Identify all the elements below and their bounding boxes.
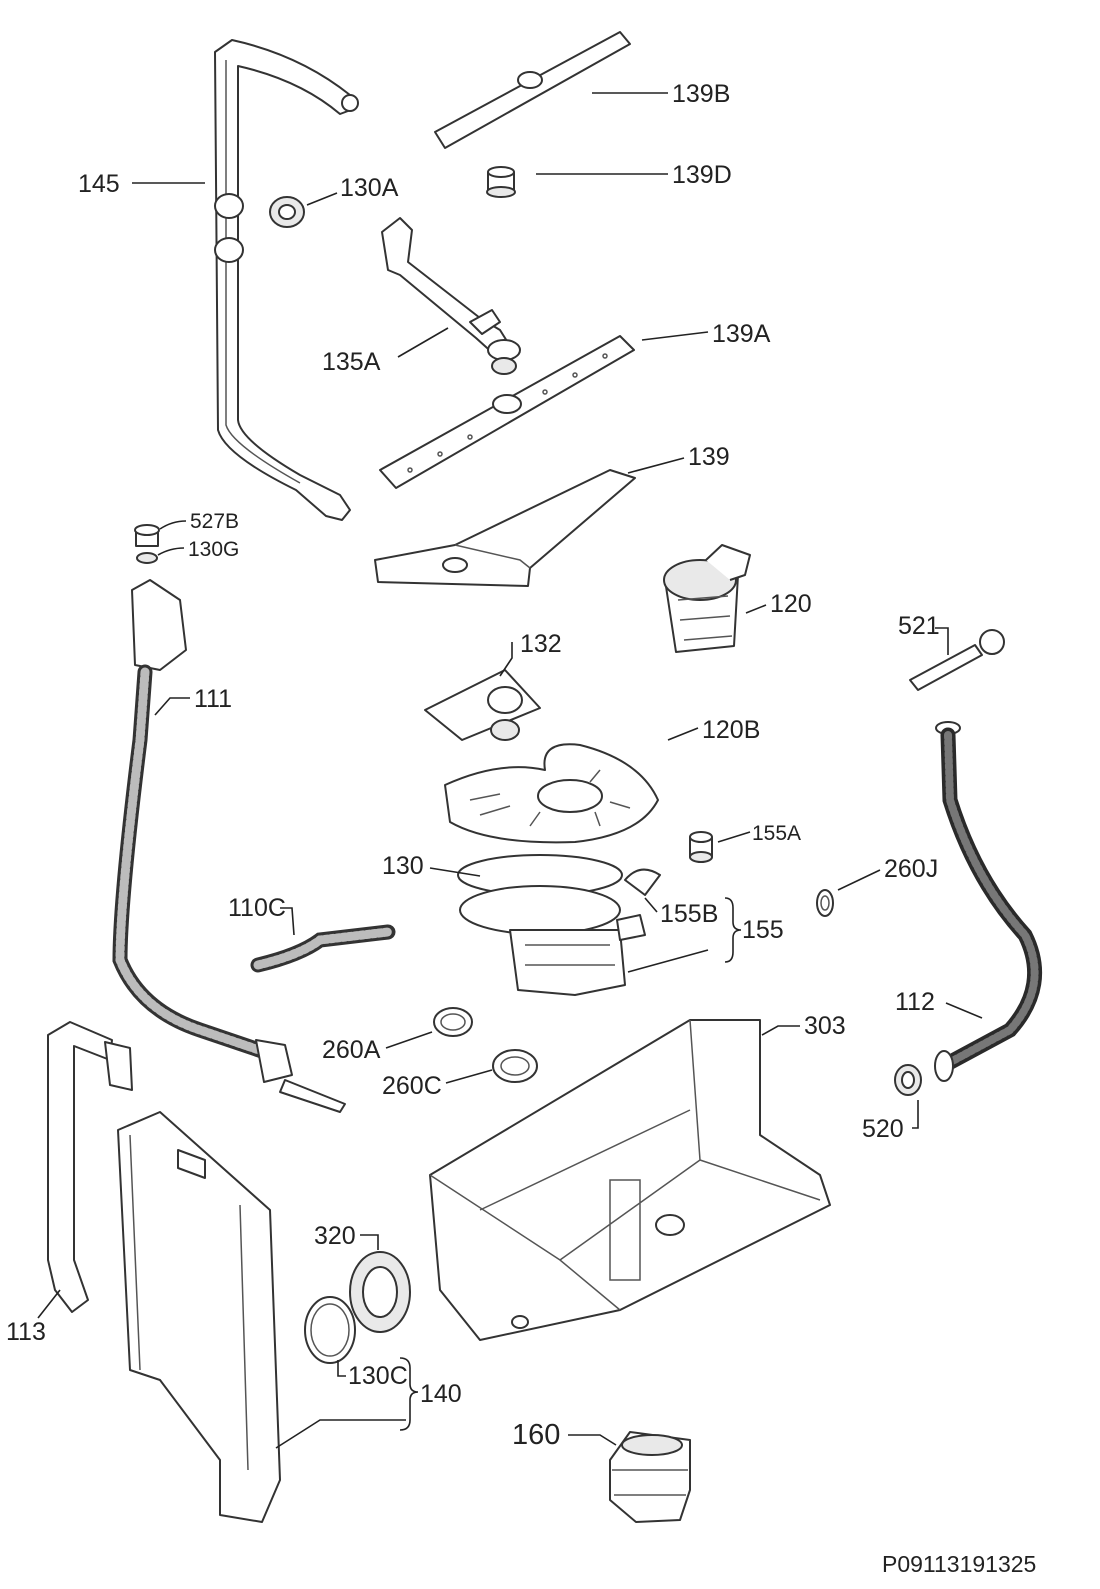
part-112-drain-hose <box>934 721 1043 1082</box>
label-521: 521 <box>898 612 940 640</box>
label-320: 320 <box>314 1222 356 1250</box>
label-145: 145 <box>78 170 120 198</box>
label-155: 155 <box>742 916 784 944</box>
label-112: 112 <box>895 988 935 1016</box>
label-139B: 139B <box>672 80 730 108</box>
part-139B-upper-spray-arm <box>434 31 631 149</box>
label-130: 130 <box>382 852 424 880</box>
label-110C: 110C <box>228 894 286 922</box>
part-132 <box>424 669 541 741</box>
part-520 <box>894 1064 922 1096</box>
part-139A-middle-spray-arm <box>379 335 635 489</box>
label-113: 113 <box>6 1318 46 1346</box>
label-139D: 139D <box>672 161 732 189</box>
label-111: 111 <box>194 685 232 713</box>
part-140-side-panel <box>117 1111 281 1523</box>
part-130G-seal <box>136 552 158 564</box>
label-120B: 120B <box>702 716 760 744</box>
label-260A: 260A <box>322 1036 381 1064</box>
drawing-code: P09113191325 <box>882 1551 1036 1577</box>
part-139D-nut <box>486 166 516 198</box>
part-110C-hose <box>250 924 396 973</box>
part-135A-spray-arm-holder <box>381 217 521 375</box>
label-160: 160 <box>512 1419 560 1451</box>
part-260A-clamp <box>433 1007 473 1037</box>
label-120: 120 <box>770 590 812 618</box>
part-113-pipe <box>47 1021 133 1313</box>
part-260C-clamp <box>492 1049 538 1083</box>
label-139: 139 <box>688 443 730 471</box>
label-132: 132 <box>520 630 562 658</box>
part-521 <box>909 629 1005 691</box>
part-111-inlet-hose <box>112 579 346 1113</box>
part-155A <box>689 831 713 863</box>
label-155B: 155B <box>660 900 718 928</box>
label-140: 140 <box>420 1380 462 1408</box>
label-130G: 130G <box>188 538 239 561</box>
part-139-lower-spray-arm <box>374 469 636 587</box>
part-120-filter <box>663 544 751 653</box>
part-120B-filter-plate <box>444 743 659 844</box>
label-135A: 135A <box>322 348 381 376</box>
part-130A-seal <box>269 196 305 228</box>
label-155A: 155A <box>752 822 801 845</box>
part-130-sump <box>457 854 646 996</box>
part-145-supply-pipe <box>214 39 359 521</box>
leader-lines <box>37 92 983 1449</box>
label-130A: 130A <box>340 174 399 202</box>
part-303-base-frame <box>429 1019 831 1341</box>
label-130C: 130C <box>348 1362 408 1390</box>
label-303: 303 <box>804 1012 846 1040</box>
label-260J: 260J <box>884 855 938 883</box>
part-160-pump <box>609 1431 691 1523</box>
part-320-seal <box>349 1251 411 1333</box>
part-260J-clamp <box>816 889 834 917</box>
part-527B-nut <box>134 524 160 547</box>
label-520: 520 <box>862 1115 904 1143</box>
part-labels: 145 130A 139B 139D 135A 139A 139 527B 13… <box>6 80 940 1451</box>
part-155B <box>624 868 661 896</box>
label-139A: 139A <box>712 320 771 348</box>
part-130C-seal <box>304 1296 356 1364</box>
label-527B: 527B <box>190 510 239 533</box>
label-260C: 260C <box>382 1072 442 1100</box>
